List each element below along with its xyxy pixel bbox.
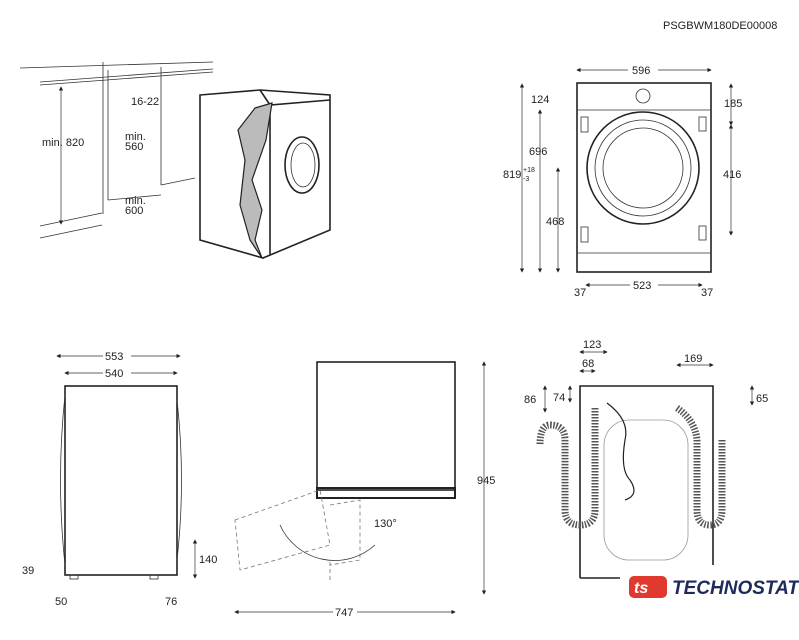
installation-view: min. 820 16-22 min. 560 min. 600 [19,61,331,259]
label-min-560-b: 560 [125,141,143,153]
label-min-600-b: 600 [125,205,143,217]
dim-185: 185 [724,98,742,110]
dim-523: 523 [633,280,651,292]
door-open-view: 945 747 130° [234,361,495,619]
dim-37-right: 37 [701,287,713,299]
dim-123: 123 [583,339,601,351]
label-min-600-a: min. [125,195,146,207]
label-min-560-a: min. [125,131,146,143]
logo-mark-text: ts [634,580,648,597]
dim-124: 124 [531,94,549,106]
dim-74: 74 [553,392,565,404]
dim-945: 945 [477,475,495,487]
tol-minus: -3 [523,176,529,183]
label-min-820: min. 820 [42,137,84,149]
dim-39: 39 [22,565,34,577]
dim-169: 169 [684,353,702,365]
dim-819: 819 [503,169,521,181]
logo-text: TECHNOSTATUS [672,578,799,599]
dim-68: 68 [582,358,594,370]
dim-696: 696 [529,146,547,158]
dim-65: 65 [756,393,768,405]
dim-76: 76 [165,596,177,608]
dim-540: 540 [105,368,123,380]
dim-140: 140 [199,554,217,566]
dim-468: 468 [546,216,564,228]
dim-596: 596 [632,65,650,77]
dim-37-left: 37 [574,287,586,299]
side-view: 553 540 39 50 76 140 [22,350,217,608]
technostatus-logo: ts TECHNOSTATUS [629,576,799,599]
dim-553: 553 [105,351,123,363]
dim-50: 50 [55,596,67,608]
tol-plus: +18 [523,167,535,174]
label-gap: 16-22 [131,96,159,108]
dim-747: 747 [335,607,353,619]
logo-mark [629,576,667,598]
dim-416: 416 [723,169,741,181]
rear-view: 123 68 169 86 74 65 [524,339,768,579]
dim-86: 86 [524,394,536,406]
front-view: 596 124 696 819 +18 -3 468 185 416 523 3… [503,64,742,299]
dim-angle-130: 130° [374,518,397,530]
product-code: PSGBWM180DE00008 [663,20,777,32]
